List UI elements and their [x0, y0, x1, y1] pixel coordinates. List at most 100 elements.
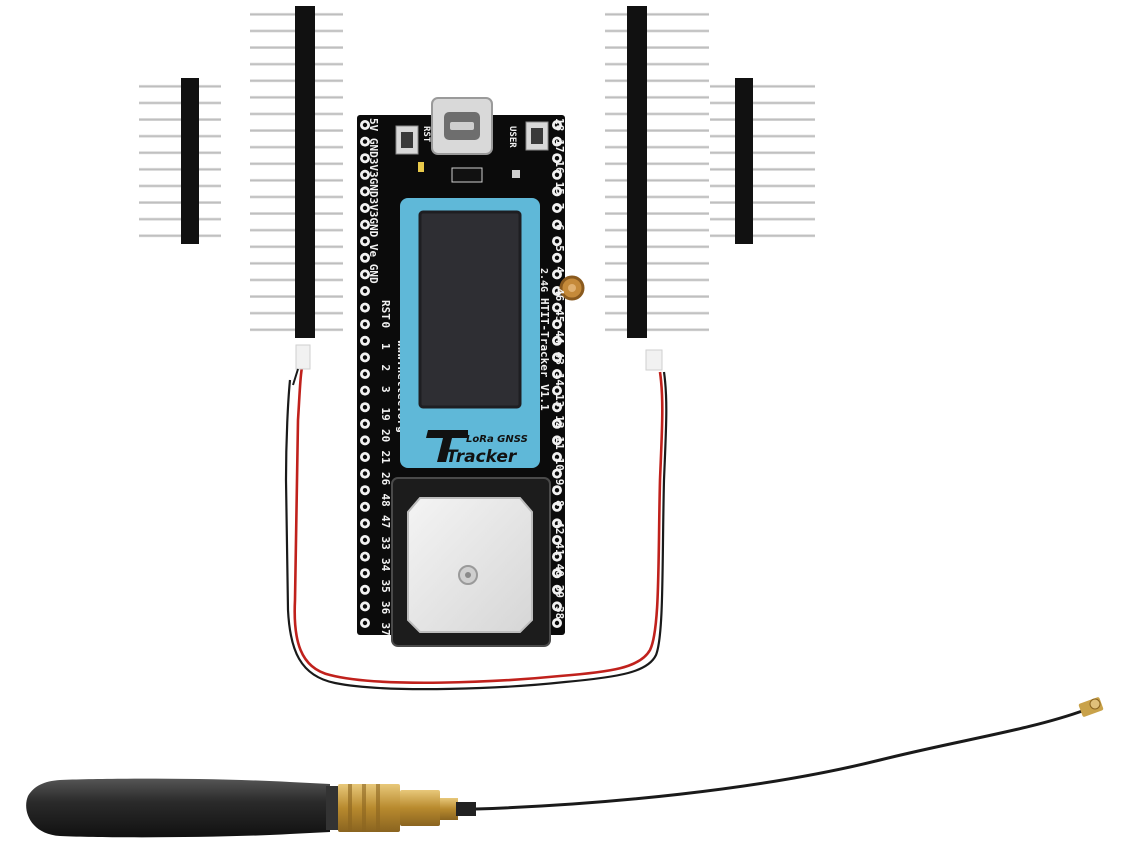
- header-pin: [605, 228, 709, 232]
- header-pin: [605, 162, 709, 166]
- pin-label: 48: [379, 494, 392, 507]
- pin-label: 11: [553, 436, 566, 450]
- pin-label: 15: [553, 182, 566, 195]
- header-pin: [605, 95, 709, 99]
- logo-big-text: Tracker: [446, 447, 518, 467]
- battery-cable: [284, 344, 668, 691]
- header-pin: [710, 201, 815, 204]
- pin-label: 12: [553, 415, 566, 428]
- pin-label: 40: [553, 564, 566, 577]
- pin-label: 26: [379, 472, 392, 486]
- header-pin: [710, 84, 815, 88]
- pin-label: 4: [553, 266, 566, 273]
- usb-c-port: [431, 97, 493, 155]
- header-pin: [605, 62, 709, 66]
- pin-label: 13: [553, 394, 566, 407]
- pigtail-cable: [475, 708, 1086, 811]
- header-plastic: [181, 78, 199, 244]
- jst-connector-right: [645, 349, 663, 371]
- header-pin: [710, 151, 815, 155]
- pin-label: 1: [379, 343, 392, 350]
- header-plastic: [295, 6, 315, 338]
- header-pin: [139, 118, 221, 121]
- header-pin: [139, 201, 221, 204]
- pin-label: 21: [379, 451, 392, 465]
- pin-label: 45: [553, 309, 566, 322]
- sma-connector: [338, 784, 400, 832]
- pin-label: 44: [553, 330, 566, 344]
- header-plastic: [627, 6, 647, 338]
- header-pin: [605, 112, 709, 116]
- header-pin: [139, 151, 221, 155]
- user-button-label: USER: [507, 126, 517, 148]
- pin-label: 7: [553, 203, 566, 210]
- pin-label: 18: [553, 118, 566, 131]
- header-pin: [710, 184, 815, 188]
- header-pin: [139, 101, 221, 105]
- jst-connector-left: [295, 344, 311, 370]
- pin-label: 20: [379, 429, 392, 442]
- header-pin: [710, 118, 815, 121]
- rst-button[interactable]: [395, 125, 419, 155]
- pin-label: 9: [553, 479, 566, 486]
- pin-label: 36: [379, 601, 392, 615]
- pin-label: 46: [553, 288, 566, 302]
- pin-label: 34: [379, 558, 392, 572]
- battery-connector: [451, 167, 483, 183]
- tracker-logo: LoRa GNSS Tracker: [426, 430, 528, 467]
- pin-label: 41: [553, 542, 566, 556]
- header-pin: [605, 79, 709, 83]
- header-pin: [605, 195, 709, 199]
- pin-label: RST: [379, 300, 392, 320]
- header-pin: [710, 134, 815, 138]
- header-pin: [605, 311, 709, 315]
- pcb-pin-holes-right: [552, 120, 562, 628]
- header-pin: [710, 101, 815, 105]
- header-pin: [605, 261, 709, 265]
- header-pin: [605, 29, 709, 33]
- logo-small-text: LoRa GNSS: [466, 434, 528, 445]
- right-pin-labels: 1817161576544645444314131211109842414039…: [553, 118, 566, 619]
- pin-label: 6: [553, 224, 566, 231]
- header-pin: [605, 46, 709, 49]
- header-pin: [710, 234, 815, 238]
- tracker-board: RST USER 5V GND3V3GND3V3GND Ve GND RST01…: [357, 97, 585, 647]
- pcb-pin-holes-left: [360, 120, 370, 628]
- pin-label: 5: [553, 245, 566, 252]
- gps-module: [391, 477, 551, 647]
- header-pin: [605, 129, 709, 132]
- header-pin: [605, 12, 709, 16]
- pin-label: 37: [379, 623, 392, 636]
- pin-label: 16: [553, 160, 566, 174]
- pin-label: 47: [379, 515, 392, 528]
- pin-header-long-left: [250, 6, 343, 338]
- header-pin: [139, 217, 221, 221]
- pin-label: 10: [553, 458, 566, 471]
- header-pin: [605, 295, 709, 298]
- header-pin: [605, 328, 709, 332]
- pin-label: 43: [553, 352, 566, 365]
- pin-header-short-left: [139, 78, 221, 244]
- header-pin: [605, 145, 709, 149]
- header-pin: [710, 217, 815, 221]
- pin-label: 8: [553, 500, 566, 507]
- pin-label: 2: [379, 365, 392, 372]
- header-pin: [139, 234, 221, 238]
- rst-button-label: RST: [421, 126, 431, 143]
- header-pin: [605, 178, 709, 182]
- pin-label: 38: [553, 606, 566, 619]
- lora-antenna: [26, 697, 1104, 838]
- model-label: HTIT-Tracker V1.1: [538, 298, 551, 411]
- header-pin: [710, 167, 815, 171]
- header-pin: [139, 167, 221, 171]
- pin-label: 42: [553, 521, 566, 534]
- header-pin: [139, 84, 221, 88]
- left-power-labels: 5V GND3V3GND3V3GND Ve GND: [367, 118, 380, 284]
- header-pin: [605, 278, 709, 282]
- user-button[interactable]: [525, 121, 549, 151]
- pin-label: 39: [553, 585, 566, 598]
- header-pin: [139, 184, 221, 188]
- pin-header-short-right: [710, 78, 815, 244]
